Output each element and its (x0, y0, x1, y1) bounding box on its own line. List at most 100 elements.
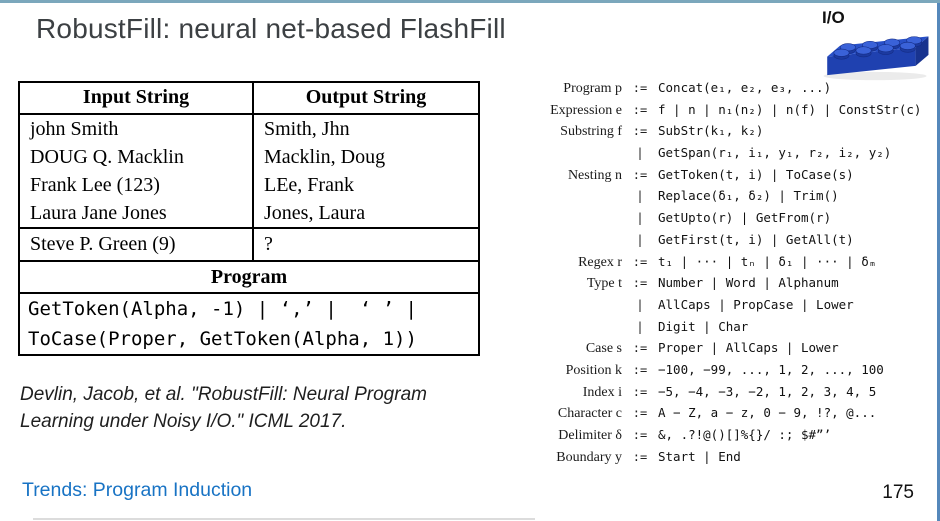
grammar-label: Boundary y (556, 449, 622, 465)
output-cell: ? (253, 227, 479, 261)
grammar-row: Delimiter δ := &, .?!@()[]%{}/ :; $#”’ (530, 424, 930, 446)
grammar-operator: := (632, 406, 648, 421)
column-header-output: Output String (253, 82, 479, 115)
page-title: RobustFill: neural net-based FlashFill (36, 13, 506, 44)
grammar-definition: Number | Word | Alphanum (658, 275, 839, 291)
grammar-row: Boundary y := Start | End (530, 446, 930, 468)
grammar-operator: | (636, 319, 644, 334)
grammar-operator: | (636, 211, 644, 226)
table-row: Laura Jane Jones Jones, Laura (19, 199, 479, 228)
grammar-operator: := (632, 81, 648, 95)
query-row: Steve P. Green (9) ? (19, 227, 479, 261)
grammar-definition: GetFirst(t, i) | GetAll(t) (658, 231, 854, 247)
grammar-operator: | (636, 146, 644, 161)
output-cell: Jones, Laura (264, 202, 366, 224)
slide-right-border (937, 3, 940, 521)
grammar-row: Nesting n := GetToken(t, i) | ToCase(s) (530, 164, 930, 186)
table-header-row: Input String Output String (19, 82, 479, 115)
footer-section-label: Trends: Program Induction (22, 479, 253, 501)
grammar-label: Delimiter δ (558, 428, 622, 443)
grammar-operator: | (636, 297, 644, 312)
grammar-definition: GetSpan(r₁, i₁, y₁, r₂, i₂, y₂) (658, 145, 892, 161)
grammar-definition: AllCaps | PropCase | Lower (658, 296, 854, 312)
grammar-label: Expression e (550, 102, 622, 118)
grammar-operator: | (636, 232, 644, 247)
citation: Devlin, Jacob, et al. "RobustFill: Neura… (20, 381, 500, 435)
io-badge-label: I/O (822, 8, 845, 27)
program-header-row: Program (19, 260, 479, 294)
table-row: DOUG Q. Macklin Macklin, Doug (19, 143, 479, 171)
grammar-row: Case s := Proper | AllCaps | Lower (530, 337, 930, 359)
grammar-label: Position k (565, 362, 622, 378)
input-cell: john Smith (19, 114, 254, 143)
grammar-operator: | (636, 189, 644, 204)
grammar-label: Program p (563, 81, 622, 96)
grammar-row: Character c := A − Z, a − z, 0 − 9, !?, @.… (530, 402, 930, 424)
citation-line: Learning under Noisy I/O." ICML 2017. (20, 411, 347, 432)
grammar-operator: := (632, 449, 648, 464)
grammar-definition: f | n | n₁(n₂) | n(f) | ConstStr(c) (658, 101, 922, 117)
input-cell: Laura Jane Jones (19, 199, 254, 228)
program-header: Program (19, 260, 479, 294)
grammar-row: Expression e := f | n | n₁(n₂) | n(f) | Co… (530, 99, 930, 121)
grammar-label: Case s (585, 341, 622, 357)
examples-table: Input String Output String john Smith Sm… (18, 81, 480, 356)
grammar-definition: Proper | AllCaps | Lower (658, 340, 839, 356)
grammar-row: Type t := Number | Word | Alphanum (530, 272, 930, 294)
grammar-operator: := (632, 254, 648, 269)
grammar-row: | GetUpto(r) | GetFrom(r) (530, 207, 930, 229)
grammar-operator: := (632, 102, 648, 117)
grammar-definition: Concat(e₁, e₂, e₃, ...) (658, 80, 832, 95)
grammar-label: Nesting n (567, 167, 622, 183)
table-row: john Smith Smith, Jhn (19, 114, 479, 143)
grammar-operator: := (632, 341, 648, 356)
output-cell: LEe, Frank (264, 174, 354, 196)
grammar-operator: := (632, 167, 648, 182)
grammar-label: Index i (582, 384, 622, 400)
grammar-operator: := (632, 276, 648, 291)
grammar-row: | Replace(δ₁, δ₂) | Trim() (530, 185, 930, 207)
next-slide-edge (33, 518, 535, 520)
grammar-row: Regex r := t₁ | ··· | tₙ | δ₁ | ··· | δₘ (530, 251, 930, 273)
grammar-label: Regex r (578, 254, 622, 270)
program-code-line: GetToken(Alpha, -1) | ‘,’ | ‘ ’ | (28, 298, 417, 320)
grammar-row: | AllCaps | PropCase | Lower (530, 294, 930, 316)
grammar-row: | GetSpan(r₁, i₁, y₁, r₂, i₂, y₂) (530, 142, 930, 164)
program-code-row: ToCase(Proper, GetToken(Alpha, 1)) (19, 324, 479, 355)
grammar-row: Position k := −100, −99, ..., 1, 2, ..., 1… (530, 359, 930, 381)
grammar-row: Program p := Concat(e₁, e₂, e₃, ...) (530, 77, 930, 99)
grammar-operator: := (632, 362, 648, 377)
output-cell: Smith, Jhn (264, 118, 350, 140)
grammar-definition: −5, −4, −3, −2, 1, 2, 3, 4, 5 (658, 383, 877, 399)
grammar-definition: Replace(δ₁, δ₂) | Trim() (658, 188, 839, 204)
dsl-grammar-panel: Program p := Concat(e₁, e₂, e₃, ...) Expre… (530, 77, 930, 467)
citation-line: Devlin, Jacob, et al. "RobustFill: Neura… (20, 384, 427, 405)
column-header-input: Input String (19, 82, 254, 115)
input-cell: Frank Lee (123) (19, 171, 254, 199)
program-code-line: ToCase(Proper, GetToken(Alpha, 1)) (28, 328, 417, 350)
grammar-definition: Start | End (658, 448, 741, 464)
grammar-definition: −100, −99, ..., 1, 2, ..., 100 (658, 361, 884, 377)
grammar-definition: &, .?!@()[]%{}/ :; $#”’ (658, 427, 832, 442)
grammar-row: Substring f:=SubStr(k₁, k₂) (530, 120, 930, 142)
input-cell: Steve P. Green (9) (19, 227, 254, 261)
output-cell: Macklin, Doug (264, 146, 386, 168)
page-number: 175 (882, 482, 914, 503)
grammar-definition: A − Z, a − z, 0 − 9, !?, @... (658, 405, 877, 421)
grammar-definition: GetToken(t, i) | ToCase(s) (658, 166, 854, 182)
grammar-row: | Digit | Char (530, 316, 930, 338)
table-row: Frank Lee (123) LEe, Frank (19, 171, 479, 199)
grammar-definition: t₁ | ··· | tₙ | δ₁ | ··· | δₘ (658, 253, 877, 269)
grammar-operator: := (632, 124, 648, 139)
grammar-definition: SubStr(k₁, k₂) (658, 123, 764, 139)
grammar-definition: GetUpto(r) | GetFrom(r) (658, 210, 832, 226)
grammar-operator: := (632, 384, 648, 399)
grammar-operator: := (632, 428, 648, 442)
grammar-label: Type t (586, 276, 622, 292)
program-code-row: GetToken(Alpha, -1) | ‘,’ | ‘ ’ | (19, 293, 479, 324)
grammar-label: Character c (557, 406, 622, 422)
input-cell: DOUG Q. Macklin (19, 143, 254, 171)
grammar-definition: Digit | Char (658, 318, 749, 334)
grammar-row: Index i := −5, −4, −3, −2, 1, 2, 3, 4, 5 (530, 381, 930, 403)
